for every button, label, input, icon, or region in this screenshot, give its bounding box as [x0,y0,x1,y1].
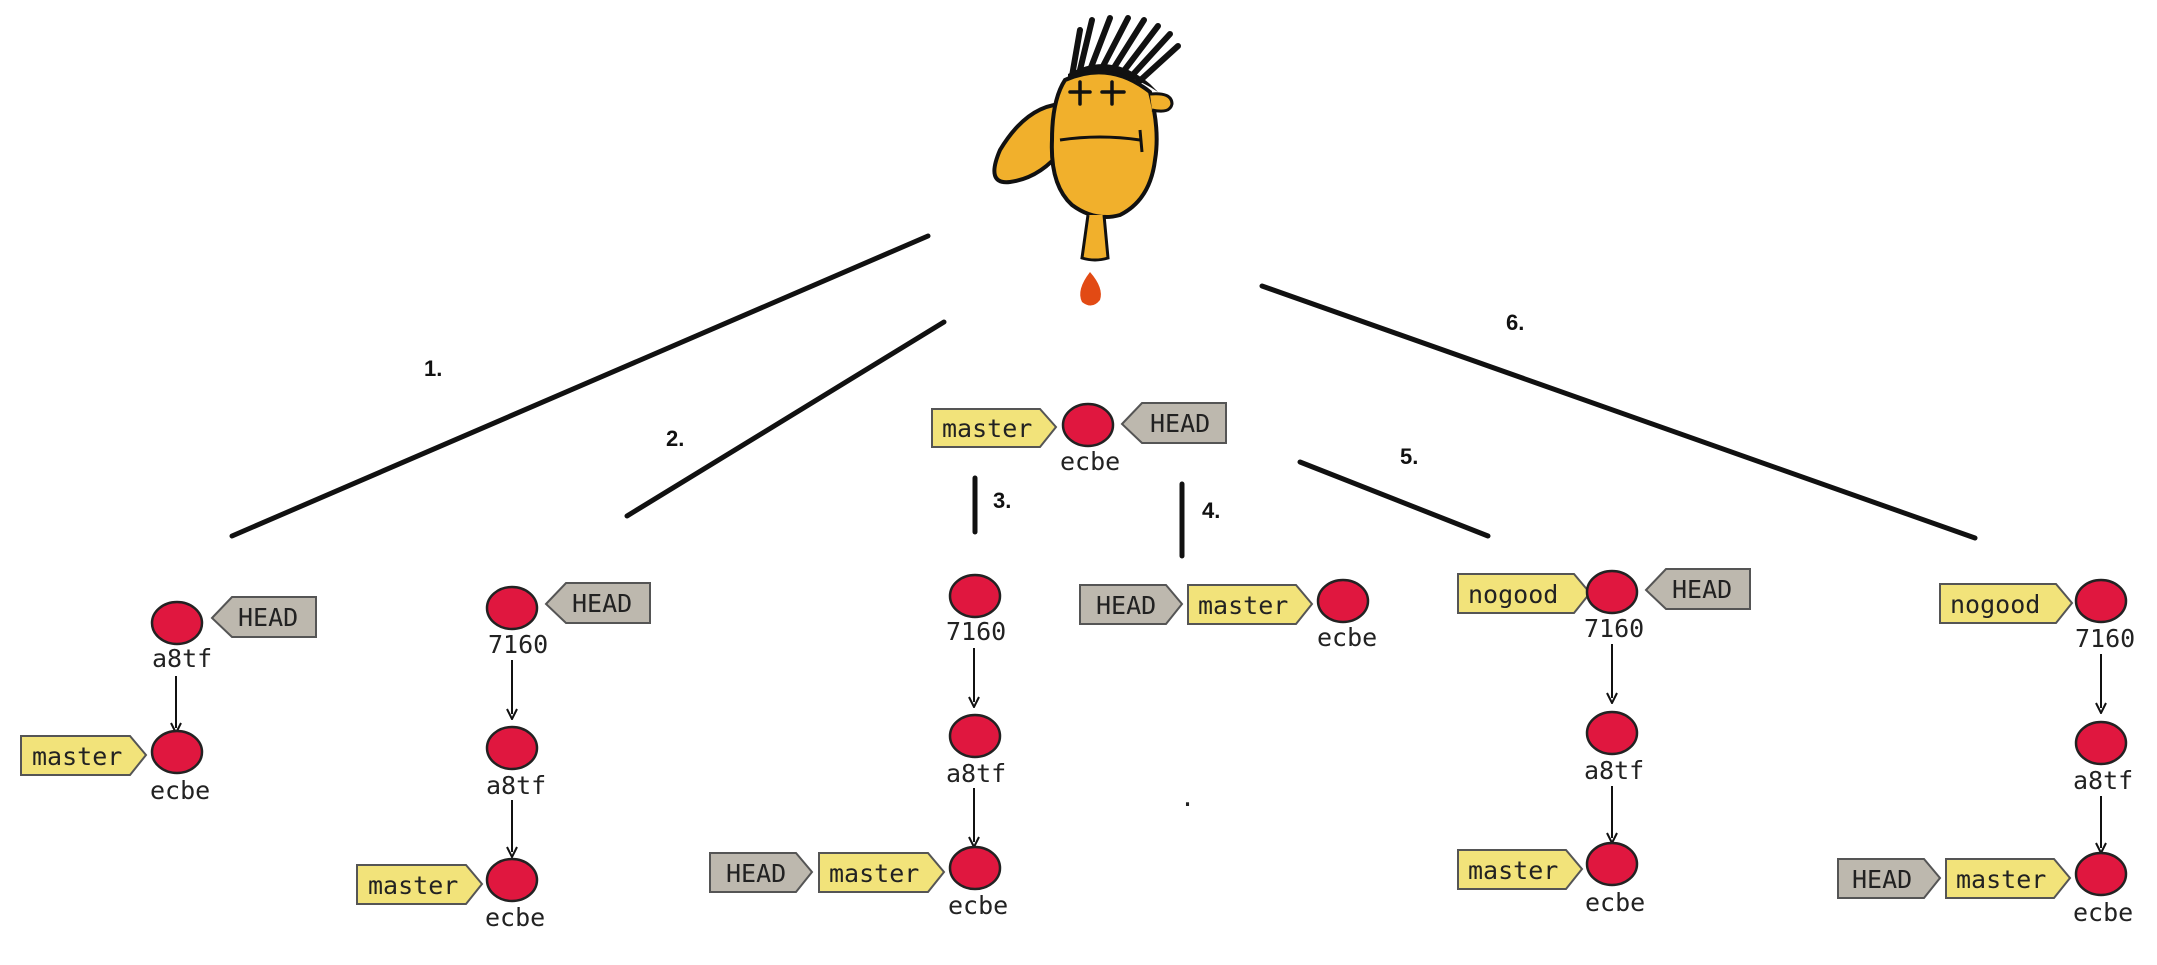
branch-tag-master: master [20,735,148,776]
branch-tag-master: master [1187,584,1314,625]
tag-label: HEAD [1672,575,1732,604]
commit-hash: 7160 [1584,614,1644,643]
tag-label: HEAD [1852,865,1912,894]
commit-hash: a8tf [1584,756,1644,785]
commit-node [1316,578,1370,624]
tag-label: HEAD [726,859,786,888]
commit-hash: a8tf [486,771,546,800]
scenario-2: 7160 HEAD a8tf master ecbe [356,582,651,932]
branch-tag-nogood: nogood [1939,583,2074,624]
tag-label: HEAD [572,589,632,618]
tag-label: master [1956,865,2046,894]
commit-hash: a8tf [946,759,1006,788]
branch-line-6 [1259,283,1978,541]
commit-node [150,729,204,775]
commit-node [2074,720,2128,766]
tag-label: nogood [1950,590,2040,619]
commit-node [485,585,539,631]
step-label-2: 2. [666,426,684,451]
top-state: master ecbe HEAD [931,402,1227,476]
branch-tag-master: master [1457,849,1584,890]
head-tag: HEAD [1079,584,1184,625]
branch-line-1 [229,233,931,539]
dizzy-cartoon-head-icon [992,15,1181,306]
tag-label: master [368,871,458,900]
commit-node [485,725,539,771]
step-label-1: 1. [424,356,442,381]
commit-node [150,600,204,646]
head-tag: HEAD [1837,858,1942,899]
commit-node [948,573,1002,619]
branch-tag-master: master [931,408,1058,448]
commit-hash: 7160 [488,630,548,659]
tag-label: master [1198,591,1288,620]
head-tag: HEAD [1644,568,1751,610]
head-tag: HEAD [210,596,317,638]
stray-dot: . [1180,783,1195,812]
branch-line-2 [624,319,947,519]
step-label-3: 3. [993,488,1011,513]
branch-lines [229,233,1978,559]
commit-hash: ecbe [948,891,1008,920]
commit-node [948,713,1002,759]
commit-node [485,857,539,903]
branch-tag-master: master [818,852,946,893]
scenario-4: HEAD master ecbe . [1079,578,1377,812]
head-tag: HEAD [1120,402,1227,444]
tag-label: HEAD [238,603,298,632]
commit-hash: a8tf [152,644,212,673]
tag-label: nogood [1468,580,1558,609]
step-label-4: 4. [1202,498,1220,523]
head-tag: HEAD [544,582,651,624]
scenario-5: nogood 7160 HEAD a8tf master ecbe [1457,568,1751,917]
commit-node [2074,851,2128,897]
commit-hash: 7160 [2075,624,2135,653]
commit-hash: ecbe [1317,623,1377,652]
branch-tag-nogood: nogood [1457,573,1592,614]
head-tag: HEAD [709,852,814,893]
branch-tag-master: master [1945,858,2072,899]
commit-hash: ecbe [1060,447,1120,476]
commit-node [1585,710,1639,756]
step-label-5: 5. [1400,444,1418,469]
tag-label: HEAD [1150,409,1210,438]
scenario-3: 7160 a8tf HEAD master ecbe [709,573,1008,920]
branch-line-5 [1297,459,1491,539]
tag-label: master [1468,856,1558,885]
commit-hash: ecbe [150,776,210,805]
commit-hash: ecbe [1585,888,1645,917]
commit-hash: ecbe [485,903,545,932]
branch-tag-master: master [356,864,484,905]
step-label-6: 6. [1506,310,1524,335]
scenario-1: a8tf HEAD master ecbe [20,596,317,805]
commit-node [948,845,1002,891]
commit-hash: a8tf [2073,766,2133,795]
tag-label: HEAD [1096,591,1156,620]
commit-node [1585,569,1639,615]
tag-label: master [829,859,919,888]
commit-node [1061,402,1115,448]
commit-hash: ecbe [2073,898,2133,927]
scenario-6: nogood 7160 a8tf HEAD master ecbe [1837,578,2135,927]
commit-node [1585,841,1639,887]
tag-label: master [32,742,122,771]
commit-node [2074,578,2128,624]
tag-label: master [942,414,1032,443]
commit-hash: 7160 [946,617,1006,646]
